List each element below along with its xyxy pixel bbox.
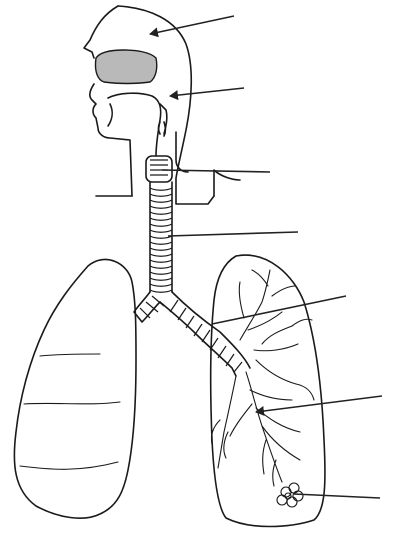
pointer-trachea (168, 232, 298, 236)
trachea-ring (150, 248, 172, 250)
lung-right (211, 255, 325, 526)
trachea-ring (150, 188, 172, 190)
trachea (150, 182, 172, 292)
trachea-ring (150, 218, 172, 220)
trachea-ring (150, 242, 172, 244)
trachea-ring (150, 266, 172, 268)
larynx (146, 156, 172, 182)
trachea-ring (150, 224, 172, 226)
trachea-ring (150, 230, 172, 232)
bronchi (134, 292, 250, 376)
trachea-ring (150, 278, 172, 280)
pointer-alveoli (294, 494, 380, 498)
nasal-cavity (95, 50, 156, 84)
trachea-ring (150, 272, 172, 274)
trachea-ring (150, 260, 172, 262)
trachea-ring (150, 200, 172, 202)
trachea-ring (150, 290, 172, 292)
trachea-ring (150, 254, 172, 256)
trachea-ring (150, 212, 172, 214)
trachea-ring (150, 206, 172, 208)
pointer-bronchus (212, 296, 346, 324)
lung-left (14, 259, 136, 518)
pointer-larynx (162, 170, 270, 172)
pharynx-outline (108, 93, 167, 156)
pointer-pharynx (170, 88, 244, 96)
trachea-ring (150, 284, 172, 286)
bronchioles (211, 270, 314, 486)
label-pointers (150, 16, 382, 498)
trachea-ring (150, 194, 172, 196)
